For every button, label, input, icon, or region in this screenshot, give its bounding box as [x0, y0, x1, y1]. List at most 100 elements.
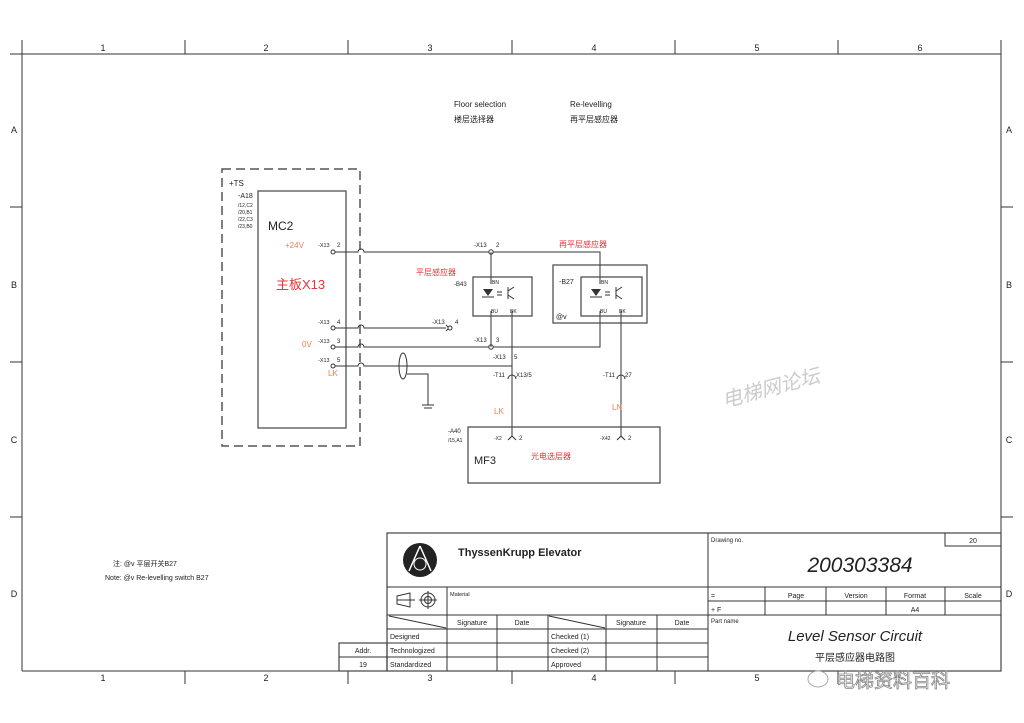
terminal-pin: 4: [337, 320, 341, 326]
format-value: A4: [911, 607, 920, 614]
column-label: 1: [100, 43, 105, 53]
terminal-tag: -X13: [318, 358, 330, 364]
ref-label: /15,A1: [448, 438, 463, 444]
terminal-pin: 2: [496, 243, 500, 249]
terminal-tag: -T11: [493, 373, 506, 379]
lk-label: LK: [494, 407, 504, 416]
ref-label: /12,C2: [238, 203, 253, 209]
mf3-label: MF3: [474, 455, 496, 467]
ts-label: +TS: [229, 179, 244, 188]
designed-label: Designed: [390, 634, 420, 641]
column-label: 2: [263, 43, 268, 53]
floor-selection-heading-cn: 楼层选择器: [454, 114, 494, 124]
ref-label: /20,B1: [238, 210, 253, 216]
column-label: 3: [427, 43, 432, 53]
row-label: C: [11, 435, 18, 445]
drawing-no-label: Drawing no.: [711, 538, 743, 544]
terminal-tag: -X13: [474, 243, 487, 249]
terminal-tag: -X2: [494, 436, 502, 442]
terminal-tag: -X13: [432, 320, 445, 326]
terminal-tag: -X42: [600, 436, 611, 442]
terminal-tag: -X13: [318, 339, 330, 345]
terminal-pin: 2: [519, 436, 523, 442]
relevelling-heading: Re-levelling: [570, 100, 612, 109]
controller-mc2: +TS -A18 /12,C2 /20,B1 /22,C3 /23,B0 MC2…: [221, 168, 361, 447]
column-label: 3: [427, 673, 432, 683]
page-label: Page: [788, 593, 804, 600]
lk-label: LK: [328, 369, 338, 378]
column-label: 1: [100, 673, 105, 683]
note-cn: 注: @v 平层开关B27: [113, 559, 177, 568]
standardized-label: Standardized: [390, 662, 431, 669]
column-label: 4: [591, 673, 596, 683]
footer-watermark-text: 电梯资料百科: [836, 670, 950, 692]
plus-f-label: + F: [711, 607, 721, 614]
terminal-tag: -X13: [318, 243, 330, 249]
sheet-number: 20: [969, 538, 977, 545]
date-header: Date: [515, 620, 530, 627]
company-logo: [403, 543, 437, 577]
version-label: Version: [844, 593, 867, 600]
bk-label: BK: [619, 309, 626, 315]
b27-label: -B27: [559, 279, 574, 286]
row-label: A: [1006, 125, 1012, 135]
terminal-pin: 3: [496, 338, 500, 344]
bn-label: BN: [601, 280, 608, 286]
wiring: [330, 248, 626, 441]
ln-label: LN: [612, 403, 622, 412]
projection-symbol-icon: [396, 591, 437, 609]
terminal-pin: 27: [625, 373, 632, 379]
row-label: C: [1006, 435, 1013, 445]
eq-label: =: [711, 593, 715, 600]
terminal-pin: 5: [514, 355, 518, 361]
column-label: 4: [591, 43, 596, 53]
floor-selection-heading: Floor selection: [454, 100, 506, 109]
addr-value: 19: [359, 662, 367, 669]
scale-label: Scale: [964, 593, 982, 600]
bn-label: BN: [492, 280, 499, 286]
b43-label: -B43: [454, 282, 467, 288]
column-label: 5: [754, 673, 759, 683]
ref-label: /22,C3: [238, 217, 253, 223]
approved-label: Approved: [551, 662, 581, 669]
v24-label: +24V: [285, 241, 305, 250]
bk-label: BK: [510, 309, 517, 315]
signature-header: Signature: [457, 620, 487, 627]
row-label: D: [11, 589, 18, 599]
drawing-number: 200303384: [806, 554, 912, 577]
at-v-label: @v: [556, 314, 567, 321]
company-name: ThyssenKrupp Elevator: [458, 547, 582, 559]
technologized-label: Technologized: [390, 648, 435, 655]
signature-header: Signature: [616, 620, 646, 627]
row-label: A: [11, 125, 17, 135]
terminal-pin: 5: [337, 358, 341, 364]
addr-label: Addr.: [355, 648, 371, 655]
row-label: B: [11, 280, 17, 290]
date-header: Date: [675, 620, 690, 627]
terminal-pin: 2: [337, 243, 341, 249]
v0-label: 0V: [302, 340, 312, 349]
watermark: 电梯网论坛: [719, 363, 824, 413]
column-label: 2: [263, 673, 268, 683]
part-name-label: Part name: [711, 619, 739, 625]
checked1-label: Checked (1): [551, 634, 589, 641]
terminal-tag: -X13: [318, 320, 330, 326]
checked2-label: Checked (2): [551, 648, 589, 655]
ref-label: /23,B0: [238, 224, 253, 230]
mf3-unit: -A40 /15,A1 MF3 光电选层器 -X2 2 -X42 2: [448, 426, 661, 484]
note-en: Note: @v Re-levelling switch B27: [105, 575, 209, 582]
terminal-pin: 3: [337, 339, 341, 345]
title-block: ThyssenKrupp Elevator Material Drawing n…: [338, 532, 1002, 672]
row-label: D: [1006, 589, 1013, 599]
bu-label: BU: [600, 309, 607, 315]
sensor-b43: -B43 BN BU BK: [454, 276, 533, 317]
footer-watermark: 电梯资料百科: [807, 670, 950, 692]
b43-label-cn: 平层感应器: [416, 267, 456, 277]
terminal-tag: -X13: [474, 338, 487, 344]
part-name-cn: 平层感应器电路图: [815, 651, 895, 664]
terminal-tag: -X13: [493, 355, 506, 361]
board-label: 主板X13: [276, 277, 325, 292]
bu-label: BU: [491, 309, 498, 315]
terminal-tag: -T11: [603, 373, 616, 379]
